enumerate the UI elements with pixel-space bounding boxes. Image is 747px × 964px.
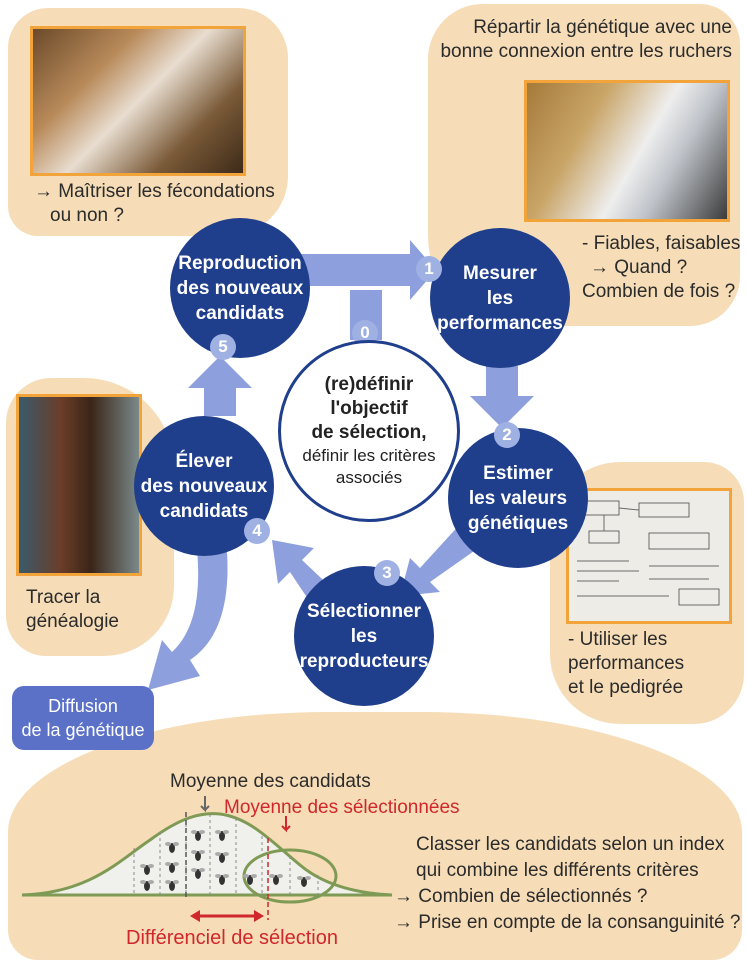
bee-icon [297, 876, 311, 887]
bee-icon [191, 868, 205, 879]
bee-icon [191, 830, 205, 841]
note-top-right-title: Répartir la génétique avec une bonne con… [440, 16, 732, 64]
step-5-line-3: candidats [195, 302, 285, 324]
step-1-line-1: Mesurer [463, 262, 537, 284]
step-5-number: 5 [210, 334, 236, 360]
step-4-line-3: candidats [159, 500, 249, 522]
beekeeper-photo [524, 80, 730, 222]
note-top-left: → Maîtriser les fécondations ou non ? [34, 180, 275, 228]
step-1-number: 1 [416, 256, 442, 282]
note-top-left-line-1: → Maîtriser les fécondations [34, 181, 275, 202]
note-top-right-list-line-3: Combien de fois ? [582, 281, 736, 302]
step-3-line-1: Sélectionner [306, 600, 422, 622]
note-top-right-list-line-2: → Quand ? [590, 257, 688, 278]
step-2-line-1: Estimer [483, 462, 553, 484]
whiteboard-sketch [577, 500, 720, 606]
bee-icon [243, 874, 257, 885]
step-5-line-2: des nouveaux [176, 277, 304, 299]
bottom-text-line-1: Classer les candidats selon un index [416, 834, 725, 855]
step-5-node: Reproduction des nouveaux candidats [170, 218, 310, 358]
note-right-line-2: performances [568, 653, 685, 674]
bottom-text: Classer les candidats selon un index qui… [394, 832, 740, 936]
center-line-1: (re)définir [324, 374, 414, 395]
note-left-line-1: Tracer la [26, 587, 101, 608]
step-2-line-3: génétiques [467, 512, 569, 534]
step-4-line-1: Élever [175, 450, 233, 472]
diffusion-line-1: Diffusion [48, 696, 118, 716]
bubble-bottom [8, 712, 742, 960]
differential-label: Différenciel de sélection [126, 927, 338, 949]
bee-group [140, 830, 311, 891]
whiteboard-photo [566, 488, 732, 624]
bee-icon [140, 880, 154, 891]
step-3-line-3: reproducteurs [299, 650, 429, 672]
step-1-line-3: performances [437, 312, 563, 334]
note-left-line-2: généalogie [26, 611, 119, 632]
bee-icon [191, 850, 205, 861]
note-right: - Utiliser les performances et le pedigr… [568, 628, 684, 700]
note-top-right-title-line-2: bonne connexion entre les ruchers [440, 41, 732, 62]
bottom-text-line-2: qui combine les différents critères [416, 860, 699, 881]
mean-candidates-pointer [200, 796, 210, 813]
step-3-node: Sélectionner les reproducteurs [294, 566, 434, 706]
arrow-4-to-5 [188, 356, 252, 416]
bee-icon [215, 874, 229, 885]
center-line-2: l'objectif [330, 398, 408, 419]
step-4-number: 4 [244, 518, 270, 544]
center-line-5: associés [335, 468, 403, 487]
note-right-line-1: - Utiliser les [568, 629, 668, 650]
arrow-4-to-diffusion [148, 540, 228, 690]
queen-photo [16, 394, 142, 576]
step-2-number: 2 [494, 422, 520, 448]
mean-candidates-label: Moyenne des candidats [170, 771, 371, 792]
mean-selected-pointer [281, 816, 291, 833]
center-line-3: de sélection, [311, 422, 427, 443]
step-2-line-2: les valeurs [468, 487, 568, 509]
bee-icon [140, 864, 154, 875]
note-top-right-list: - Fiables, faisables → Quand ? Combien d… [582, 232, 740, 304]
step-5-line-1: Reproduction [178, 252, 302, 274]
bee-icon [165, 842, 179, 853]
bee-icon [269, 874, 283, 885]
step-1-node: Mesurer les performances [430, 228, 570, 368]
step-3-number: 3 [374, 560, 400, 586]
step-2-node: Estimer les valeurs génétiques [448, 428, 588, 568]
bee-icon [215, 852, 229, 863]
bottom-text-line-3: → Combien de sélectionnés ? [394, 886, 648, 907]
diffusion-line-2: de la génétique [21, 720, 145, 740]
differential-arrow [190, 910, 264, 922]
arrow-1-to-2 [470, 366, 534, 428]
note-right-line-3: et le pedigrée [568, 677, 684, 698]
note-left: Tracer la généalogie [26, 586, 119, 634]
center-objective: (re)définir l'objectif de sélection, déf… [278, 340, 460, 522]
note-top-left-line-2: ou non ? [50, 205, 124, 226]
bee-icon [165, 880, 179, 891]
bee-icon [215, 830, 229, 841]
center-line-4: définir les critères [302, 446, 436, 465]
diffusion-box: Diffusion de la génétique [12, 686, 154, 750]
note-top-right-list-line-1: - Fiables, faisables [582, 233, 741, 254]
arrow-5-to-1 [300, 240, 436, 300]
step-1-line-2: les [486, 287, 514, 309]
note-top-right-title-line-1: Répartir la génétique avec une [473, 17, 732, 38]
bee-icon [165, 862, 179, 873]
step-4-line-2: des nouveaux [140, 475, 268, 497]
distribution-curve [21, 812, 393, 897]
bottom-text-line-4: → Prise en compte de la consanguinité ? [394, 912, 741, 933]
step-3-line-2: les [350, 625, 378, 647]
mean-selected-label: Moyenne des sélectionnées [224, 797, 460, 818]
lab-photo [30, 26, 246, 176]
